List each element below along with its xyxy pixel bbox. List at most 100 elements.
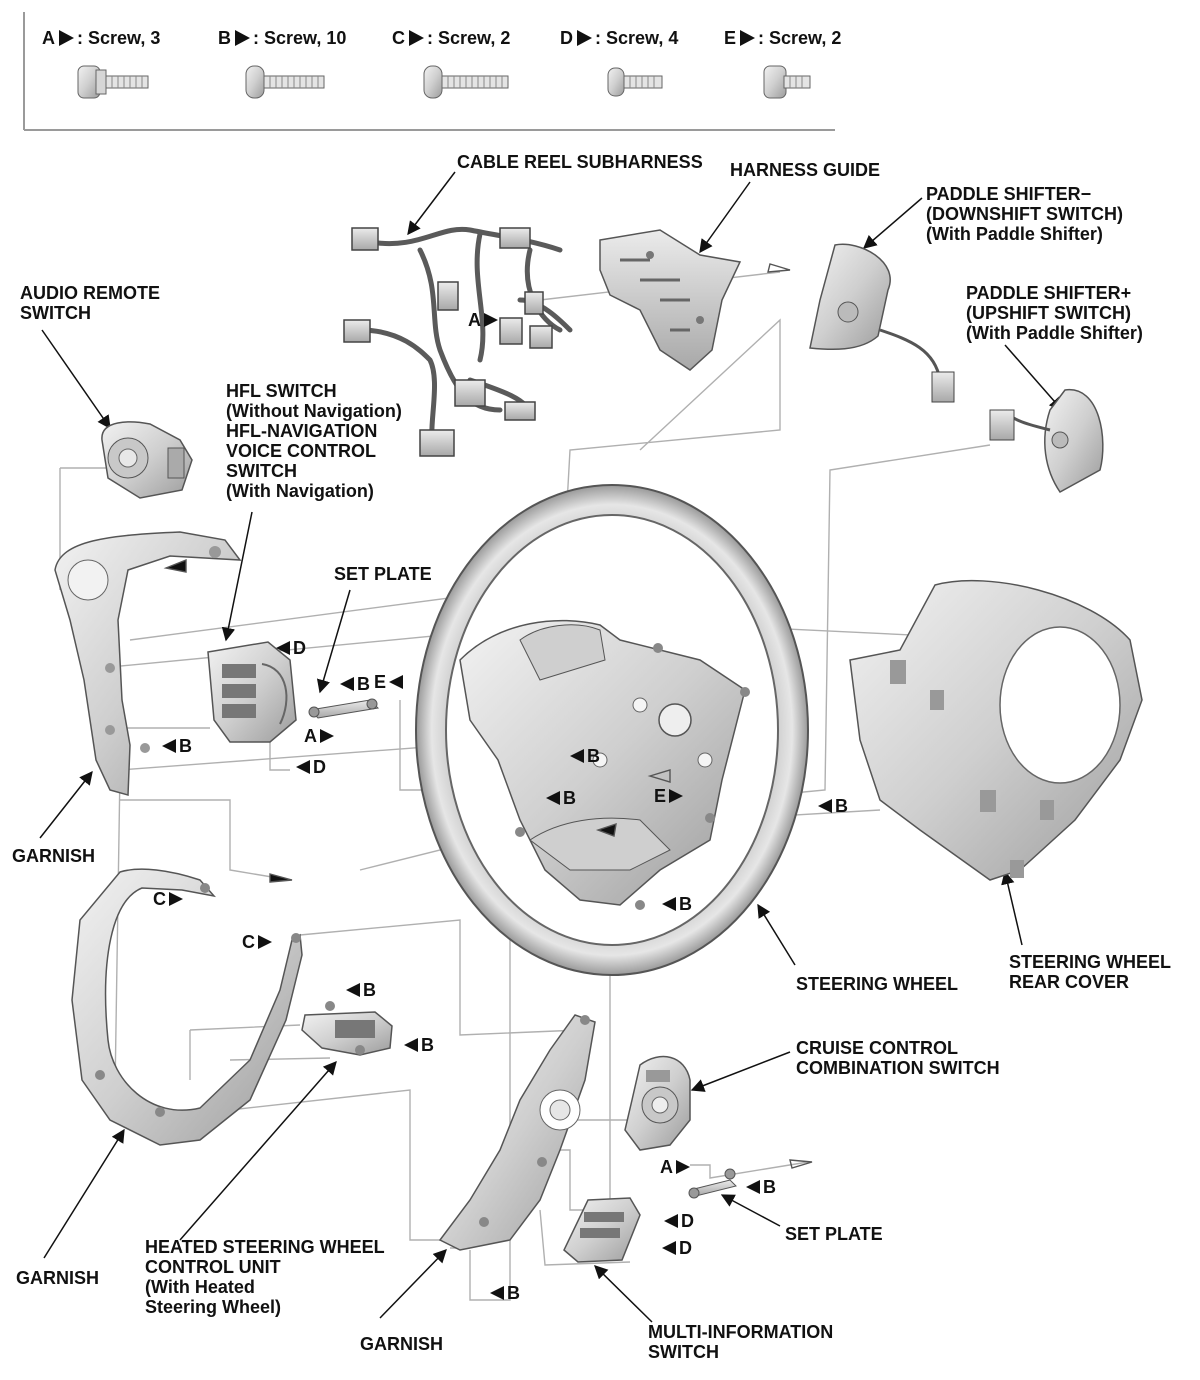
- callout-b-heated-bottom: B: [404, 1035, 434, 1055]
- arrow-right-icon: [676, 1160, 690, 1174]
- legend-e: E : Screw, 2: [724, 28, 841, 48]
- cruise-control-switch-part: [624, 1055, 691, 1151]
- legend-a-letter: A: [42, 28, 55, 48]
- arrow-left-icon: [664, 1214, 678, 1228]
- garnish-lower-left-part: [71, 868, 303, 1146]
- leader-lines: [39, 171, 1063, 1323]
- arrow-left-icon: [746, 1180, 760, 1194]
- legend-d-letter: D: [560, 28, 573, 48]
- legend-e-text: : Screw, 2: [758, 28, 842, 48]
- legend-frame: [23, 12, 835, 131]
- callout-d-hfl-bottom: D: [296, 757, 326, 777]
- arrow-right-icon: [409, 30, 424, 46]
- set-plate-top-part: [308, 698, 380, 719]
- legend-c-text: : Screw, 2: [427, 28, 511, 48]
- arrow-right-icon: [258, 935, 272, 949]
- arrow-right-icon: [389, 675, 404, 689]
- callout-e-wheel: E: [654, 786, 684, 806]
- paddle-shifter-plus-part: [989, 389, 1104, 493]
- arrow-left-icon: [490, 1286, 504, 1300]
- arrow-left-icon: [818, 799, 832, 813]
- arrow-left-icon: [296, 760, 310, 774]
- label-paddle-shifter-minus: PADDLE SHIFTER−(DOWNSHIFT SWITCH)(With P…: [926, 184, 1123, 244]
- callout-b-rear-cover: B: [818, 796, 848, 816]
- callout-a-cruise: A: [660, 1157, 690, 1177]
- callout-c-upper: C: [153, 889, 183, 909]
- arrow-left-icon: [162, 739, 176, 753]
- legend-b: B : Screw, 10: [218, 28, 346, 48]
- label-garnish-bottom: GARNISH: [360, 1334, 444, 1354]
- label-hfl-switch: HFL SWITCH(Without Navigation)HFL-NAVIGA…: [226, 381, 402, 501]
- label-set-plate-bottom: SET PLATE: [785, 1224, 883, 1244]
- garnish-bottom-part: [438, 1014, 596, 1251]
- arrow-right-icon: [169, 892, 183, 906]
- callout-c-lower: C: [242, 932, 272, 952]
- callout-b-garnish: B: [162, 736, 192, 756]
- callout-a-harness: A: [468, 310, 498, 330]
- hfl-switch-part: [207, 641, 297, 743]
- direction-arrows: [163, 263, 813, 1169]
- callout-a-setplate: A: [304, 726, 334, 746]
- label-steering-wheel: STEERING WHEEL: [796, 974, 959, 994]
- label-harness-guide: HARNESS GUIDE: [730, 160, 881, 180]
- legend-a-text: : Screw, 3: [77, 28, 161, 48]
- multi-information-switch-part: [563, 1197, 641, 1263]
- callout-b-heated-top: B: [346, 980, 376, 1000]
- legend-b-letter: B: [218, 28, 231, 48]
- arrow-right-icon: [740, 30, 756, 46]
- legend-b-text: : Screw, 10: [253, 28, 347, 48]
- screw-c-icon: [423, 65, 509, 99]
- arrow-right-icon: [59, 30, 74, 46]
- screw-e-icon: [763, 65, 811, 99]
- steering-wheel-rear-cover-part: [849, 579, 1143, 881]
- legend-c: C : Screw, 2: [392, 28, 510, 48]
- callout-e-setplate: E: [374, 672, 404, 692]
- label-set-plate-top: SET PLATE: [334, 564, 432, 584]
- callout-b-wheel-mid: B: [546, 788, 576, 808]
- arrow-left-icon: [662, 897, 676, 911]
- heated-control-unit-part: [301, 1001, 393, 1056]
- garnish-left-part: [54, 531, 242, 796]
- paddle-shifter-minus-part: [809, 243, 955, 403]
- screw-d-icon: [607, 67, 663, 97]
- label-garnish-left: GARNISH: [12, 846, 96, 866]
- callout-d-multi-top: D: [664, 1211, 694, 1231]
- screw-b-icon: [245, 65, 325, 99]
- label-garnish-lower-left: GARNISH: [16, 1268, 100, 1288]
- legend-c-letter: C: [392, 28, 405, 48]
- legend-a: A : Screw, 3: [42, 28, 160, 48]
- callout-d-multi-bottom: D: [662, 1238, 692, 1258]
- arrow-left-icon: [276, 641, 290, 655]
- arrow-left-icon: [570, 749, 584, 763]
- legend-d-text: : Screw, 4: [595, 28, 679, 48]
- arrow-left-icon: [662, 1241, 676, 1255]
- arrow-right-icon: [235, 30, 250, 46]
- label-paddle-shifter-plus: PADDLE SHIFTER+(UPSHIFT SWITCH)(With Pad…: [966, 283, 1143, 343]
- callout-b-wheel-lower: B: [662, 894, 692, 914]
- arrow-left-icon: [404, 1038, 418, 1052]
- arrow-left-icon: [546, 791, 560, 805]
- arrow-left-icon: [346, 983, 360, 997]
- callout-b-setplate-bottom: B: [746, 1177, 776, 1197]
- steering-wheel-part: [415, 484, 809, 976]
- callout-b-wheel-center: B: [570, 746, 600, 766]
- screw-a-icon: [77, 65, 149, 99]
- legend-e-letter: E: [724, 28, 737, 48]
- legend-d: D : Screw, 4: [560, 28, 678, 48]
- callout-b-garnish-bottom: B: [490, 1283, 520, 1303]
- arrow-right-icon: [484, 313, 498, 327]
- callout-d-hfl-top: D: [276, 638, 306, 658]
- set-plate-bottom-part: [688, 1168, 737, 1199]
- harness-guide-part: [599, 229, 742, 371]
- label-cable-reel-subharness: CABLE REEL SUBHARNESS: [457, 152, 703, 172]
- arrow-right-icon: [320, 729, 334, 743]
- cable-reel-connectors: [343, 227, 553, 457]
- arrow-right-icon: [669, 789, 684, 803]
- audio-remote-switch-part: [101, 421, 193, 499]
